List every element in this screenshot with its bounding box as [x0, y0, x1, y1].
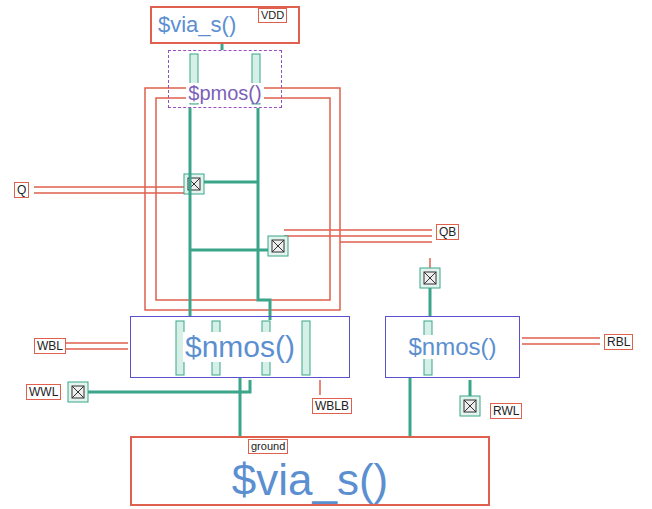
via-cross — [72, 386, 84, 398]
cell-name: $nmos() — [406, 335, 498, 359]
metal-wire — [239, 378, 242, 436]
metal-wire — [189, 108, 192, 316]
gate-stripe — [302, 321, 310, 375]
pmos-box: $pmos() — [168, 50, 282, 108]
cell-name: $nmos() — [183, 332, 297, 362]
nmos-box: $nmos() — [385, 316, 520, 378]
cell-name: $via_s() — [156, 14, 238, 36]
read-gate-wire — [429, 284, 432, 316]
via-square — [464, 400, 476, 412]
pin-name: VDD — [258, 8, 287, 23]
nmos-box: $nmos() — [130, 316, 350, 378]
via-pad — [420, 268, 440, 288]
via-squares — [68, 174, 480, 416]
wbl-wire — [64, 343, 128, 349]
diffusion-wire — [258, 108, 270, 320]
pin-name: RWL — [490, 403, 522, 419]
via-pad — [68, 382, 88, 402]
rbl-wire — [522, 338, 600, 344]
metal-wire — [409, 378, 412, 436]
metal-loop — [145, 88, 340, 310]
pin-name: QB — [436, 224, 459, 240]
via-square — [72, 386, 84, 398]
pin-name: ground — [248, 439, 288, 454]
via-pad — [268, 236, 288, 256]
via-square — [272, 240, 284, 252]
qb-wire — [284, 230, 432, 242]
via-pad — [460, 396, 480, 416]
via-cross — [424, 272, 436, 284]
via-cross — [464, 400, 476, 412]
via-square — [424, 272, 436, 284]
wblb-wire — [319, 380, 321, 395]
via-cross — [272, 240, 284, 252]
q-wire — [34, 187, 186, 193]
via-pad — [184, 174, 204, 194]
pin-name: RBL — [604, 334, 633, 350]
pin-name: Q — [14, 182, 29, 198]
cell-name: $via_s() — [230, 458, 391, 502]
pin-name: WBLB — [312, 398, 352, 414]
metal-loop — [156, 98, 330, 300]
pin-name: WWL — [26, 384, 61, 400]
wwl-wire — [86, 380, 250, 392]
cell-name: $pmos() — [186, 83, 263, 103]
pin-name: WBL — [34, 338, 66, 354]
via-box: $via_s() — [130, 436, 490, 506]
